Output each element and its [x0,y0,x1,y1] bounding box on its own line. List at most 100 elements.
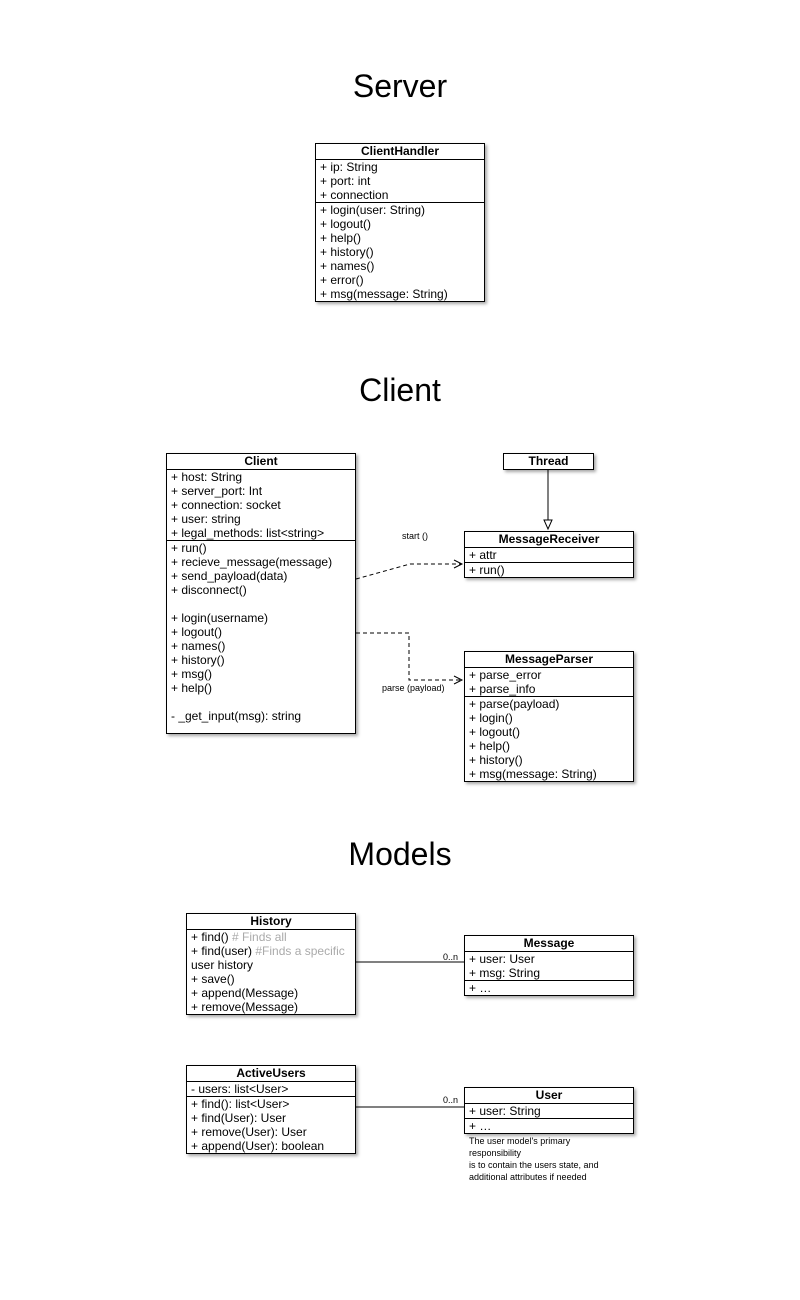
member: - _get_input(msg): string [171,709,302,723]
member: + save() [191,972,235,986]
class-client: Client + host: String+ server_port: Int+… [166,453,356,734]
member: + remove(User): User [191,1125,307,1139]
class-client-handler: ClientHandler + ip: String+ port: int+ c… [315,143,485,302]
member: + login(username) [171,611,269,625]
methods: + … [465,980,633,995]
class-name: Message [465,936,633,952]
member: + login(user: String) [320,203,426,217]
class-user: User + user: String + … [464,1087,634,1134]
member: + append(Message) [191,986,299,1000]
inheritance-arrowhead [543,519,553,531]
member: + run() [469,563,505,577]
member: + connection: socket [171,498,281,512]
attributes: + ip: String+ port: int+ connection [316,160,484,202]
member: + msg() [171,667,213,681]
member: + error() [320,273,364,287]
member: + help() [469,739,511,753]
attributes: + host: String+ server_port: Int+ connec… [167,470,355,540]
member: + history() [469,753,523,767]
member: + disconnect() [171,583,247,597]
member: + logout() [469,725,521,739]
class-message: Message + user: User+ msg: String + … [464,935,634,996]
member: + send_payload(data) [171,569,288,583]
member: + msg: String [469,966,541,980]
class-name: MessageParser [465,652,633,668]
member: + attr [469,548,497,562]
class-name: Client [167,454,355,470]
methods: + find(): list<User>+ find(User): User+ … [187,1096,355,1153]
note-line: additional attributes if needed [469,1172,587,1182]
class-name: ActiveUsers [187,1066,355,1082]
member: + history() [171,653,225,667]
receiver-arrowhead [453,559,464,569]
user-note: The user model's primary responsibility … [469,1135,639,1183]
member: + find(User): User [191,1111,287,1125]
class-thread: Thread [503,453,594,470]
section-title-client: Client [359,372,441,408]
member: + remove(Message) [191,1000,299,1014]
member: + user: String [469,1104,541,1118]
member: + legal_methods: list<string> [171,526,325,540]
class-name: ClientHandler [316,144,484,160]
member: + user: string [171,512,241,526]
member: + names() [171,639,226,653]
member: + … [469,981,492,995]
methods: + … [465,1118,633,1133]
member: + port: int [320,174,371,188]
class-active-users: ActiveUsers - users: list<User> + find()… [186,1065,356,1154]
member: + logout() [171,625,223,639]
attributes: + user: User+ msg: String [465,952,633,980]
class-name: Thread [528,454,569,468]
member-find-all: + find() # Finds all [191,930,287,944]
attributes: + attr [465,548,633,562]
note-line: is to contain the users state, and [469,1160,599,1170]
member: + logout() [320,217,372,231]
start-label: start () [402,531,428,541]
member: + connection [320,188,389,202]
member: + find(): list<User> [191,1097,290,1111]
member: + msg(message: String) [469,767,597,781]
member-find-user: + find(user) #Finds a specific [191,944,345,958]
note-line: The user model's primary [469,1136,571,1146]
member: + help() [320,231,362,245]
member: - users: list<User> [191,1082,289,1096]
activeusers-user-multiplicity: 0..n [443,1095,459,1105]
class-name: User [465,1088,633,1104]
member: + server_port: Int [171,484,263,498]
class-name: History [187,914,355,930]
parse-label: parse (payload) [382,683,445,693]
member: + host: String [171,470,243,484]
member: + login() [469,711,513,725]
note-line: responsibility [469,1148,522,1158]
member: + help() [171,681,213,695]
member: + ip: String [320,160,378,174]
member-find-user-cont: user history [191,958,254,972]
member: + recieve_message(message) [171,555,333,569]
parser-arrowhead [453,675,464,685]
member-spacer [171,597,351,611]
comment-find-all: # Finds all [228,930,287,944]
attributes: + parse_error+ parse_info [465,668,633,696]
class-history: History + find() # Finds all + find(user… [186,913,356,1015]
member: + history() [320,245,374,259]
member: + parse(payload) [469,697,560,711]
client-parser-dependency [356,632,462,681]
history-message-multiplicity: 0..n [443,952,459,962]
class-name: MessageReceiver [465,532,633,548]
methods: + run() [465,562,633,577]
attributes: - users: list<User> [187,1082,355,1096]
class-message-parser: MessageParser + parse_error+ parse_info … [464,651,634,782]
methods: + parse(payload)+ login()+ logout()+ hel… [465,696,633,781]
class-message-receiver: MessageReceiver + attr + run() [464,531,634,578]
member: + parse_info [469,682,536,696]
member: + … [469,1119,492,1133]
member: + names() [320,259,375,273]
member: + parse_error [469,668,542,682]
attributes: + user: String [465,1104,633,1118]
section-title-models: Models [348,836,452,872]
member: + user: User [469,952,535,966]
member: + append(User): boolean [191,1139,325,1153]
member: + msg(message: String) [320,287,448,301]
member: + run() [171,541,207,555]
